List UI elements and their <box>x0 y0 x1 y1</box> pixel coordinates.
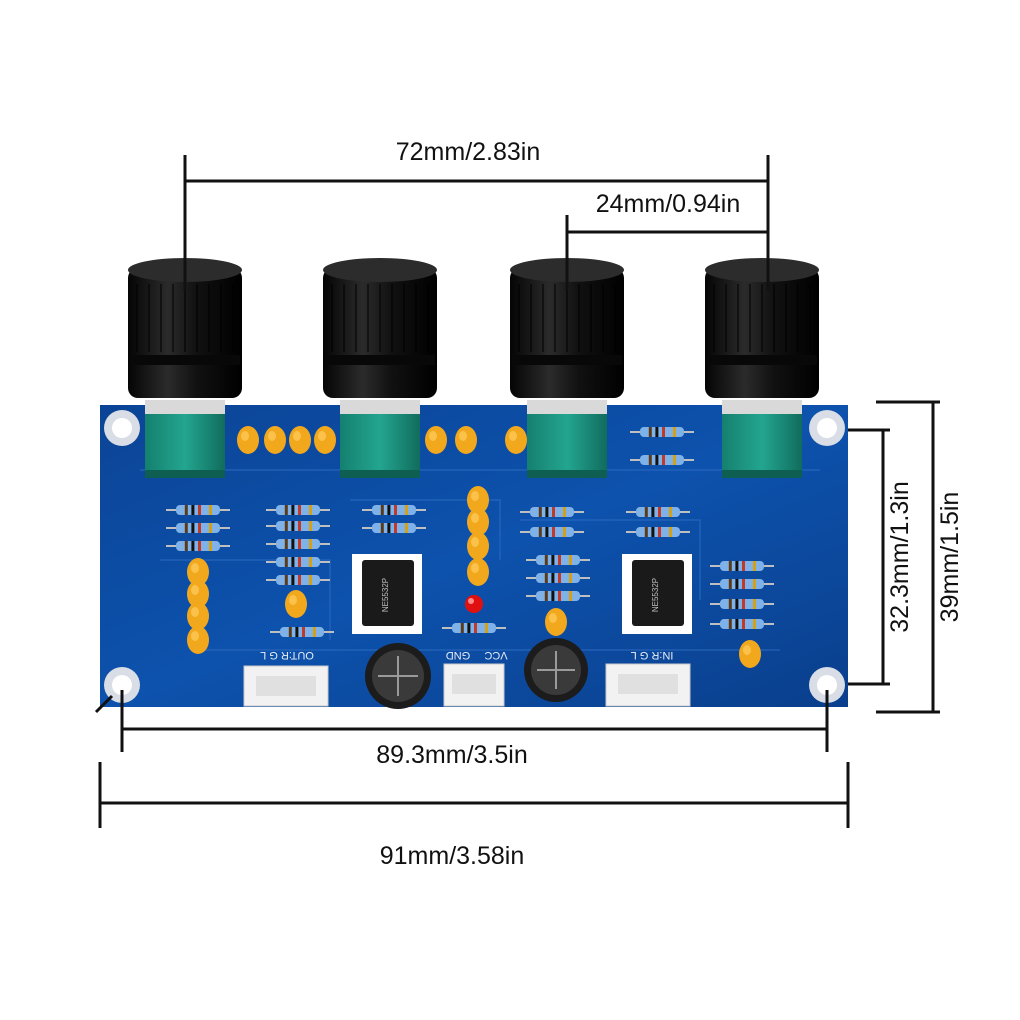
in-label: IN:R G L <box>631 649 674 661</box>
knob-span-dimension: 72mm/2.83in <box>396 138 541 166</box>
output-connector <box>243 665 329 707</box>
resistor <box>266 539 330 549</box>
mounting-hole-top-right <box>809 410 845 446</box>
resistor <box>166 523 230 533</box>
board-width-dimension: 91mm/3.58in <box>380 842 525 870</box>
resistor <box>166 541 230 551</box>
ceramic-capacitor <box>264 426 286 454</box>
ceramic-capacitor <box>739 640 761 668</box>
ceramic-capacitor <box>455 426 477 454</box>
mounting-hole-top-left <box>104 410 140 446</box>
resistor <box>626 507 690 517</box>
resistor <box>362 505 426 515</box>
power-connector <box>443 663 505 707</box>
ceramic-capacitor <box>289 426 311 454</box>
tone-knob-3[interactable] <box>510 258 624 478</box>
board-height-dimension: 39mm/1.5in <box>936 492 964 623</box>
ceramic-capacitor <box>314 426 336 454</box>
ceramic-capacitor <box>187 602 209 630</box>
resistor <box>520 507 584 517</box>
ceramic-capacitor <box>285 590 307 618</box>
resistor <box>166 505 230 515</box>
op-amp-chip-right: NE5532P <box>622 554 692 634</box>
resistor <box>526 555 590 565</box>
ceramic-capacitor <box>425 426 447 454</box>
ceramic-capacitor <box>187 558 209 586</box>
ceramic-capacitor <box>187 626 209 654</box>
hole-spacing-horizontal-dimension: 89.3mm/3.5in <box>376 741 527 769</box>
gnd-label: GND <box>446 649 471 661</box>
ceramic-capacitor <box>467 486 489 514</box>
input-connector <box>605 663 691 707</box>
resistor <box>710 561 774 571</box>
electrolytic-capacitor-left <box>365 643 431 709</box>
tone-knob-4[interactable] <box>705 258 819 478</box>
resistor <box>526 573 590 583</box>
resistor <box>266 521 330 531</box>
ceramic-capacitor <box>505 426 527 454</box>
ceramic-capacitor <box>467 558 489 586</box>
chip-label-right: NE5532P <box>651 578 660 612</box>
resistor <box>266 557 330 567</box>
ceramic-capacitor <box>237 426 259 454</box>
ceramic-capacitor <box>187 580 209 608</box>
capacitor-array <box>187 426 761 668</box>
resistor <box>442 623 506 633</box>
resistor <box>710 599 774 609</box>
ceramic-capacitor <box>467 532 489 560</box>
resistor <box>710 579 774 589</box>
resistor <box>266 505 330 515</box>
resistor <box>362 523 426 533</box>
resistor <box>630 455 694 465</box>
resistor <box>266 575 330 585</box>
resistor <box>526 591 590 601</box>
resistor <box>710 619 774 629</box>
ceramic-capacitor <box>467 508 489 536</box>
resistor <box>626 527 690 537</box>
out-label: OUT:R G L <box>260 649 314 661</box>
tone-knob-1[interactable] <box>128 258 242 478</box>
power-led <box>465 595 483 613</box>
dimension-lines <box>94 155 940 828</box>
resistor <box>630 427 694 437</box>
hole-spacing-vertical-dimension: 32.3mm/1.3in <box>886 481 914 632</box>
vcc-label: VCC <box>484 649 507 661</box>
knob-pitch-dimension: 24mm/0.94in <box>596 190 741 218</box>
ceramic-capacitor <box>545 608 567 636</box>
resistor-array <box>166 427 774 637</box>
chip-label-left: NE5532P <box>381 578 390 612</box>
knob-row <box>128 258 819 478</box>
electrolytic-capacitor-right <box>524 638 588 702</box>
tone-knob-2[interactable] <box>323 258 437 478</box>
resistor <box>520 527 584 537</box>
mounting-hole-bottom-right <box>809 667 845 703</box>
resistor <box>270 627 334 637</box>
op-amp-chip-left: NE5532P <box>352 554 422 634</box>
mounting-hole-bottom-left <box>104 667 140 703</box>
